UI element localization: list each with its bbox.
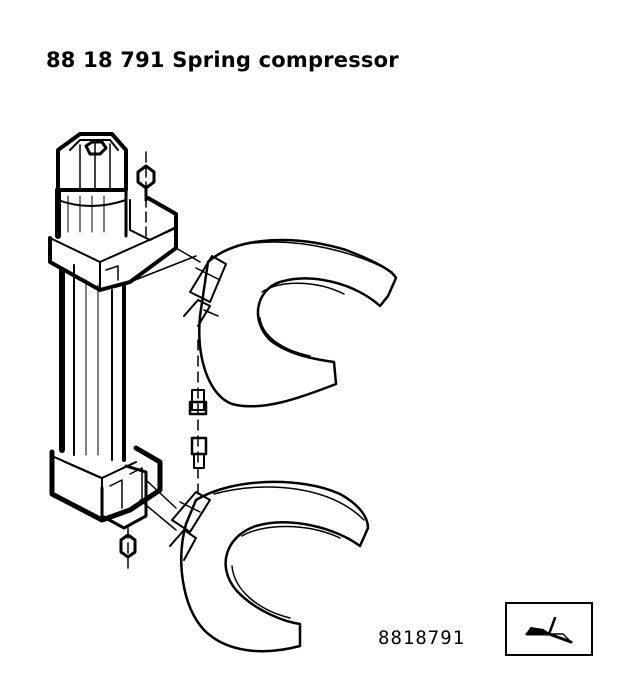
upper-spring-shoe bbox=[183, 238, 398, 408]
page-title: 88 18 791 Spring compressor bbox=[46, 48, 399, 72]
upper-bracket bbox=[48, 151, 201, 292]
guide-pin-assembly bbox=[188, 339, 208, 501]
top-hex-cap bbox=[55, 132, 128, 239]
compressor-tube bbox=[59, 264, 126, 462]
view-orientation-icon bbox=[525, 616, 573, 644]
view-orientation-box bbox=[505, 602, 593, 656]
lower-bracket bbox=[49, 445, 177, 571]
part-number-label: 8818791 bbox=[378, 627, 466, 649]
lower-spring-shoe bbox=[169, 480, 370, 653]
